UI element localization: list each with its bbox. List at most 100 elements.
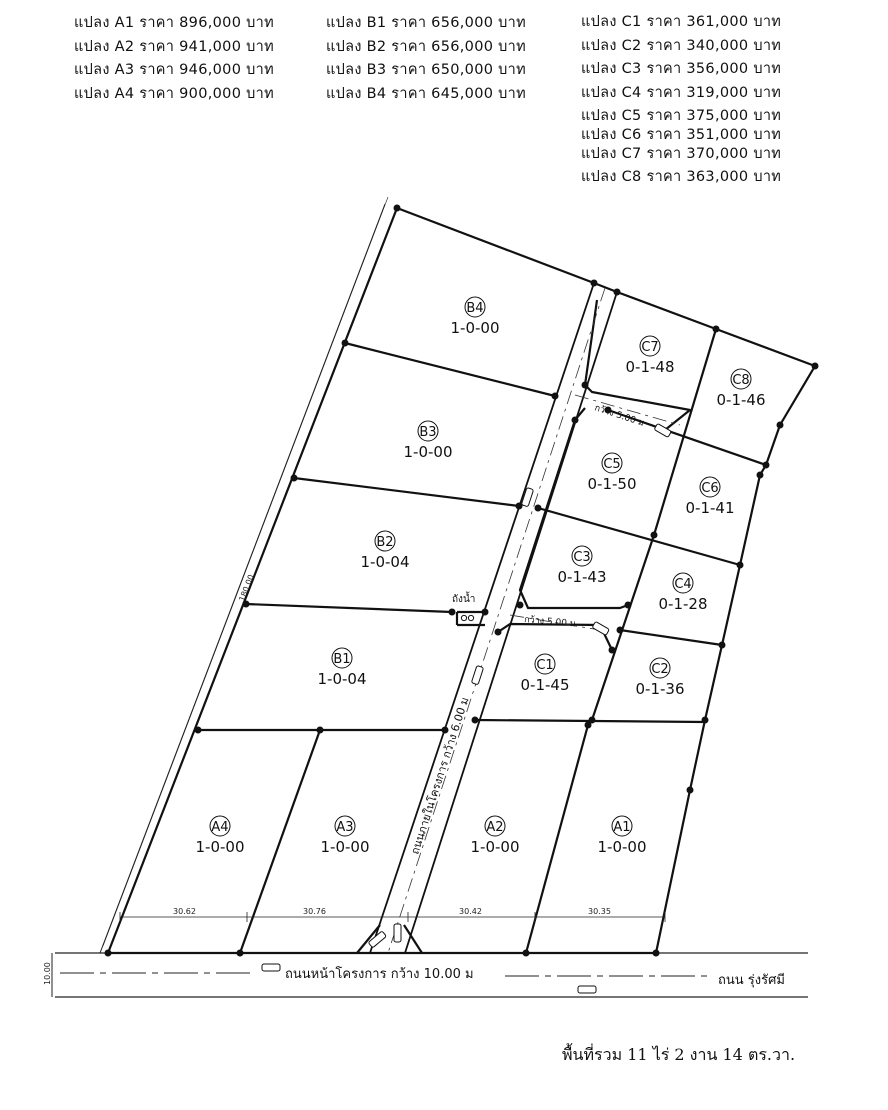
- dim-front-a2: 30.42: [459, 907, 482, 916]
- plot-area-label: 1-0-00: [321, 838, 370, 856]
- plot-id-label: C7: [641, 340, 658, 355]
- plot-id-label: C4: [674, 577, 691, 592]
- plot-b1: B1 1-0-04: [318, 647, 367, 688]
- plot-area-label: 0-1-50: [588, 475, 637, 493]
- front-road-label: ถนนหน้าโครงการ กว้าง 10.00 ม: [285, 966, 474, 982]
- plot-c1: C1 0-1-45: [521, 653, 570, 694]
- price-c5: แปลง C5 ราคา 375,000 บาท: [581, 108, 782, 124]
- price-a4: แปลง A4 ราคา 900,000 บาท: [74, 85, 274, 102]
- main-road-label: ถนน รุ่งรัศมี: [718, 972, 785, 988]
- price-b3: แปลง B3 ราคา 650,000 บาท: [326, 62, 526, 78]
- plot-area-label: 1-0-00: [451, 319, 500, 337]
- plot-b2: B2 1-0-04: [361, 530, 410, 571]
- plot-area-label: 1-0-04: [318, 670, 367, 688]
- price-list-c: แปลง C1 ราคา 361,000 บาท แปลง C2 ราคา 34…: [581, 13, 781, 187]
- price-c6: แปลง C6 ราคา 351,000 บาท: [581, 127, 782, 144]
- lane-upper-label: กว้าง 5.00 ม: [593, 402, 646, 428]
- plot-c7: C7 0-1-48: [626, 335, 675, 376]
- plot-id-label: B2: [376, 535, 393, 550]
- plot-area-label: 0-1-43: [558, 568, 607, 586]
- plot-b4: B4 1-0-00: [451, 296, 500, 337]
- water-tank-icon: [460, 614, 475, 622]
- plot-id-circle: [417, 420, 439, 442]
- plot-area-label: 0-1-28: [659, 595, 708, 613]
- plot-id-label: B1: [333, 652, 350, 667]
- plot-c5: C5 0-1-50: [588, 452, 637, 493]
- plot-area-label: 0-1-36: [636, 680, 685, 698]
- total-area: พื้นที่รวม 11 ไร่ 2 งาน 14 ตร.วา.: [562, 1045, 796, 1064]
- plot-id-label: C8: [732, 373, 749, 388]
- road-width-dimension: 10.00: [43, 962, 52, 985]
- price-c1: แปลง C1 ราคา 361,000 บาท: [581, 14, 782, 30]
- price-list-b: แปลง B1 ราคา 656,000 บาท แปลง B2 ราคา 65…: [326, 12, 526, 106]
- plot-id-circle: [699, 476, 721, 498]
- price-a1: แปลง A1 ราคา 896,000 บาท: [74, 15, 274, 31]
- price-list-a: แปลง A1 ราคา 896,000 บาท แปลง A2 ราคา 94…: [74, 12, 274, 106]
- plot-a3: A3 1-0-00: [321, 815, 370, 856]
- plot-labels: A11-0-00A21-0-00A31-0-00A41-0-00B11-0-04…: [196, 296, 766, 856]
- water-tank-label: ถังน้ำ: [452, 591, 475, 605]
- plot-a4: A4 1-0-00: [196, 815, 245, 856]
- survey-nodes: [104, 204, 819, 957]
- plot-id-circle: [571, 545, 593, 567]
- price-b1: แปลง B1 ราคา 656,000 บาท: [326, 15, 526, 31]
- plot-id-circle: [331, 647, 353, 669]
- dim-front-a4: 30.62: [173, 907, 196, 916]
- plot-id-label: C6: [701, 481, 718, 496]
- price-a3: แปลง A3 ราคา 946,000 บาท: [74, 62, 274, 78]
- road-centerline: [387, 287, 681, 954]
- plot-c3: C3 0-1-43: [558, 545, 607, 586]
- plot-area-label: 1-0-00: [196, 838, 245, 856]
- plot-id-label: B4: [466, 301, 483, 316]
- price-c8: แปลง C8 ราคา 363,000 บาท: [581, 168, 782, 185]
- side-dimension-line: [99, 196, 389, 954]
- plot-id-label: C1: [536, 658, 553, 673]
- car-icon: [261, 423, 672, 994]
- price-c2: แปลง C2 ราคา 340,000 บาท: [581, 37, 782, 54]
- plot-id-circle: [374, 530, 396, 552]
- plot-c2: C2 0-1-36: [636, 657, 685, 698]
- plot-id-circle: [611, 815, 633, 837]
- plot-id-circle: [534, 653, 556, 675]
- dim-front-a3: 30.76: [303, 907, 326, 916]
- plot-area-label: 0-1-46: [717, 391, 766, 409]
- plot-b3: B3 1-0-00: [404, 420, 453, 461]
- plot-id-label: C5: [603, 457, 620, 472]
- plot-id-circle: [672, 572, 694, 594]
- price-b4: แปลง B4 ราคา 645,000 บาท: [326, 85, 526, 102]
- plot-id-label: C3: [573, 550, 590, 565]
- plot-id-label: A4: [211, 820, 228, 835]
- price-a2: แปลง A2 ราคา 941,000 บาท: [74, 38, 274, 55]
- price-b2: แปลง B2 ราคา 656,000 บาท: [326, 38, 526, 55]
- plot-id-label: B3: [419, 425, 436, 440]
- plot-area-label: 1-0-00: [404, 443, 453, 461]
- plot-c6: C6 0-1-41: [686, 476, 735, 517]
- plot-area-label: 1-0-04: [361, 553, 410, 571]
- plot-id-circle: [334, 815, 356, 837]
- plot-id-circle: [209, 815, 231, 837]
- plot-id-circle: [649, 657, 671, 679]
- plot-id-circle: [601, 452, 623, 474]
- plot-area-label: 0-1-48: [626, 358, 675, 376]
- plot-a1: A1 1-0-00: [598, 815, 647, 856]
- plot-id-circle: [484, 815, 506, 837]
- price-c7: แปลง C7 ราคา 370,000 บาท: [581, 146, 782, 163]
- plot-c8: C8 0-1-46: [717, 368, 766, 409]
- plot-area-label: 1-0-00: [598, 838, 647, 856]
- front-dimension-line: [119, 912, 666, 922]
- dim-front-a1: 30.35: [588, 907, 611, 916]
- plot-id-circle: [730, 368, 752, 390]
- plot-id-label: A1: [613, 820, 630, 835]
- plot-area-label: 1-0-00: [471, 838, 520, 856]
- plot-area-label: 0-1-41: [686, 499, 735, 517]
- price-c4: แปลง C4 ราคา 319,000 บาท: [581, 84, 782, 101]
- plot-id-label: C2: [651, 662, 668, 677]
- plot-id-label: A3: [336, 820, 353, 835]
- price-c3: แปลง C3 ราคา 356,000 บาท: [581, 61, 782, 77]
- plot-id-circle: [464, 296, 486, 318]
- plot-area-label: 0-1-45: [521, 676, 570, 694]
- plot-id-circle: [639, 335, 661, 357]
- plot-a2: A21-0-00: [471, 815, 520, 856]
- plot-c4: C4 0-1-28: [659, 572, 708, 613]
